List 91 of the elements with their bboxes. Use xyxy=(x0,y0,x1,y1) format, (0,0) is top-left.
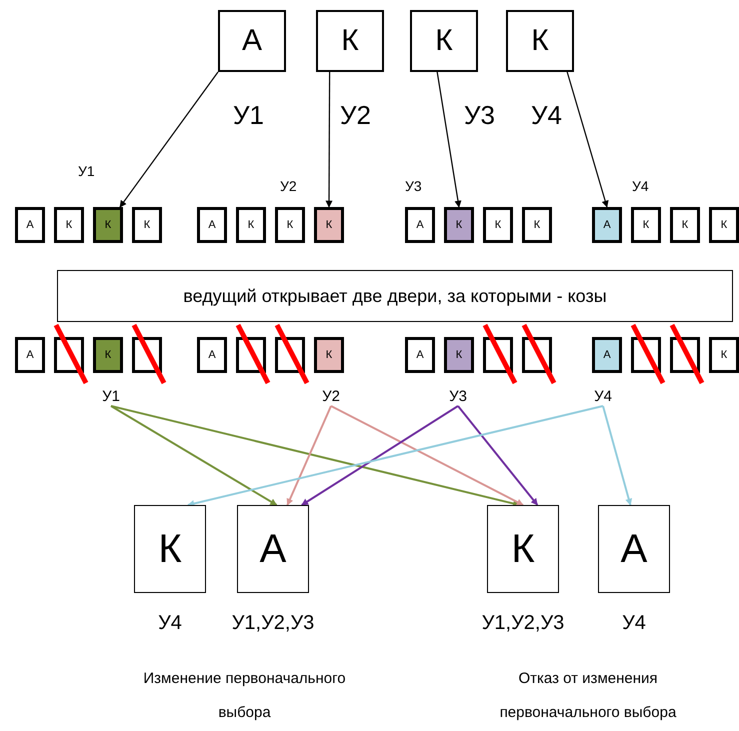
player-choices-caption: У1,У2,У3 xyxy=(482,612,564,635)
arrow xyxy=(110,405,278,506)
arrow xyxy=(120,72,218,208)
arrow xyxy=(326,72,333,208)
door-box xyxy=(93,207,123,243)
door-box xyxy=(197,337,227,373)
door-letter: К xyxy=(720,349,728,361)
player-label: У3 xyxy=(405,178,422,194)
door-letter: К xyxy=(158,526,182,572)
door-box xyxy=(405,337,435,373)
door-box xyxy=(631,207,661,243)
door-letter: К xyxy=(511,526,535,572)
arrow xyxy=(301,405,459,506)
door-letter: К xyxy=(534,219,540,231)
outcome-caption: Отказ от изменения первоначального выбора xyxy=(498,669,678,723)
player-label: У1 xyxy=(98,386,124,406)
door-box xyxy=(483,207,513,243)
player-choices-caption: У4 xyxy=(158,612,182,635)
door-box xyxy=(218,10,286,72)
door-box xyxy=(592,337,622,373)
player-label: У4 xyxy=(531,100,562,131)
arrow xyxy=(436,72,462,208)
door-box xyxy=(314,337,344,373)
arrow xyxy=(187,405,604,507)
player-choices-caption: У4 xyxy=(622,612,646,635)
outcome-caption: Изменение первоначального выбора xyxy=(142,669,347,723)
door-box xyxy=(54,207,84,243)
door-letter: К xyxy=(456,349,462,361)
door-letter: А xyxy=(208,349,216,361)
door-letter: К xyxy=(248,219,254,231)
door-letter: К xyxy=(341,24,359,58)
door-letter: А xyxy=(620,526,648,572)
door-letter: А xyxy=(416,349,424,361)
door-letter: К xyxy=(326,349,332,361)
door-box xyxy=(15,207,45,243)
door-box xyxy=(709,337,739,373)
door-letter: К xyxy=(66,219,72,231)
door-letter: К xyxy=(642,219,650,231)
door-box xyxy=(506,10,574,72)
arrow xyxy=(602,406,632,506)
door-letter: К xyxy=(144,219,150,231)
door-box xyxy=(410,10,478,72)
door-letter: А xyxy=(260,526,286,572)
banner-text: ведущий открывает две двери, за которыми - козы xyxy=(183,286,607,306)
door-letter: А xyxy=(26,349,34,361)
door-box xyxy=(444,337,474,373)
player-label: У2 xyxy=(280,178,297,194)
arrow xyxy=(457,405,538,506)
door-box xyxy=(275,207,305,243)
player-label: У4 xyxy=(590,386,616,406)
door-box xyxy=(132,207,162,243)
door-letter: К xyxy=(435,24,453,58)
door-letter: К xyxy=(494,219,502,231)
door-box xyxy=(670,207,700,243)
door-letter: А xyxy=(603,349,611,361)
door-letter: А xyxy=(208,219,216,231)
door-box xyxy=(709,207,739,243)
door-letter: А xyxy=(26,219,34,231)
door-box xyxy=(197,207,227,243)
arrow xyxy=(566,72,609,208)
door-letter: К xyxy=(104,349,112,361)
player-label: У1 xyxy=(78,163,95,179)
player-label: У1 xyxy=(233,100,264,131)
arrow xyxy=(286,406,332,506)
player-choices-caption: У1,У2,У3 xyxy=(232,612,314,635)
player-label: У4 xyxy=(632,178,649,194)
door-box xyxy=(15,337,45,373)
door-letter: А xyxy=(242,24,262,58)
door-box xyxy=(405,207,435,243)
door-letter: К xyxy=(326,219,332,231)
host-action-banner xyxy=(57,270,733,322)
arrow xyxy=(330,405,524,506)
door-letter: К xyxy=(104,219,112,231)
player-label: У2 xyxy=(318,386,344,406)
door-box xyxy=(93,337,123,373)
door-box xyxy=(592,207,622,243)
door-letter: К xyxy=(720,219,728,231)
door-letter: К xyxy=(531,24,549,58)
player-label: У3 xyxy=(464,100,495,131)
player-label: У3 xyxy=(445,386,471,406)
door-box xyxy=(316,10,384,72)
door-box xyxy=(236,207,266,243)
door-letter: К xyxy=(286,219,294,231)
door-letter: К xyxy=(682,219,688,231)
door-box xyxy=(522,207,552,243)
door-letter: А xyxy=(416,219,424,231)
door-letter: А xyxy=(603,219,611,231)
door-box xyxy=(444,207,474,243)
door-box xyxy=(314,207,344,243)
player-label: У2 xyxy=(340,100,371,131)
door-letter: К xyxy=(456,219,462,231)
